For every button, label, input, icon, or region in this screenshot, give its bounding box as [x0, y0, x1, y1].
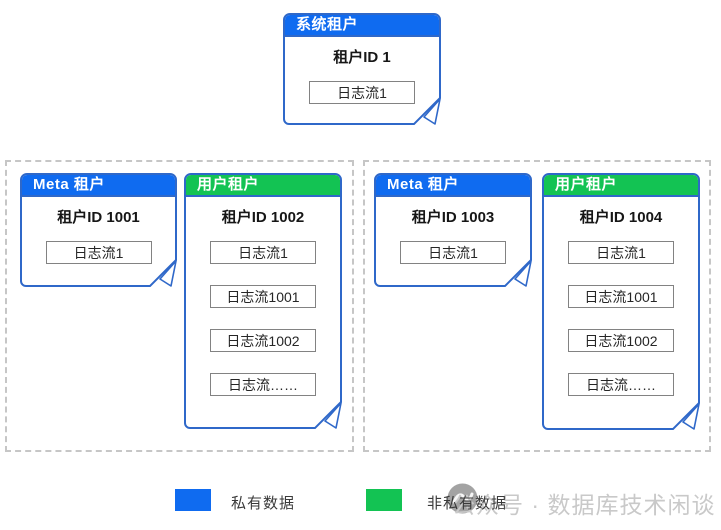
system-tenant-card: 系统租户 租户ID 1 日志流1	[283, 13, 441, 125]
tenant-id-label: 租户ID 1002	[221, 209, 305, 226]
log-stream-box: 日志流1	[45, 241, 152, 264]
log-stream-box: 日志流……	[210, 373, 316, 396]
tenant-group-left	[5, 160, 354, 452]
tenant-id-label: 租户ID 1003	[411, 209, 495, 226]
log-stream-box: 日志流1	[568, 241, 674, 264]
log-stream-box: 日志流1001	[210, 285, 316, 308]
page-fold-icon	[413, 97, 441, 125]
tenant-id-label: 租户ID 1001	[57, 209, 140, 226]
card-header-system: 系统租户	[285, 15, 439, 37]
log-stream-box: 日志流1	[400, 241, 506, 264]
card-header-user-left: 用户租户	[186, 175, 340, 197]
legend-swatch-nonprivate-data	[366, 489, 402, 511]
log-stream-box: 日志流1002	[568, 329, 674, 352]
log-stream-box: 日志流……	[568, 373, 674, 396]
log-stream-box: 日志流1001	[568, 285, 674, 308]
legend-label-private-data: 私有数据	[231, 495, 296, 512]
card-header-meta-right: Meta 租户	[376, 175, 530, 197]
user-tenant-card-right: 用户租户 租户ID 1004 日志流1 日志流1001 日志流1002 日志流……	[542, 173, 700, 430]
page-fold-icon	[504, 259, 532, 287]
page-fold-icon	[149, 259, 177, 287]
page-fold-icon	[314, 401, 342, 429]
legend-label-nonprivate-data: 非私有数据	[427, 495, 508, 512]
meta-tenant-card-left: Meta 租户 租户ID 1001 日志流1	[20, 173, 177, 287]
wechat-account-logo-icon	[447, 483, 478, 514]
watermark-text: 公众号 · 数据库技术闲谈	[452, 492, 716, 518]
tenant-id-label: 租户ID 1004	[579, 209, 663, 226]
card-header-user-right: 用户租户	[544, 175, 698, 197]
log-stream-box: 日志流1	[210, 241, 316, 264]
page-fold-icon	[672, 402, 700, 430]
log-stream-box: 日志流1002	[210, 329, 316, 352]
user-tenant-card-left: 用户租户 租户ID 1002 日志流1 日志流1001 日志流1002 日志流……	[184, 173, 342, 429]
tenant-group-right	[363, 160, 711, 452]
meta-tenant-card-right: Meta 租户 租户ID 1003 日志流1	[374, 173, 532, 287]
card-header-meta-left: Meta 租户	[22, 175, 175, 197]
tenant-id-label: 租户ID 1	[333, 49, 391, 66]
legend-swatch-private-data	[175, 489, 211, 511]
log-stream-box: 日志流1	[309, 81, 415, 104]
